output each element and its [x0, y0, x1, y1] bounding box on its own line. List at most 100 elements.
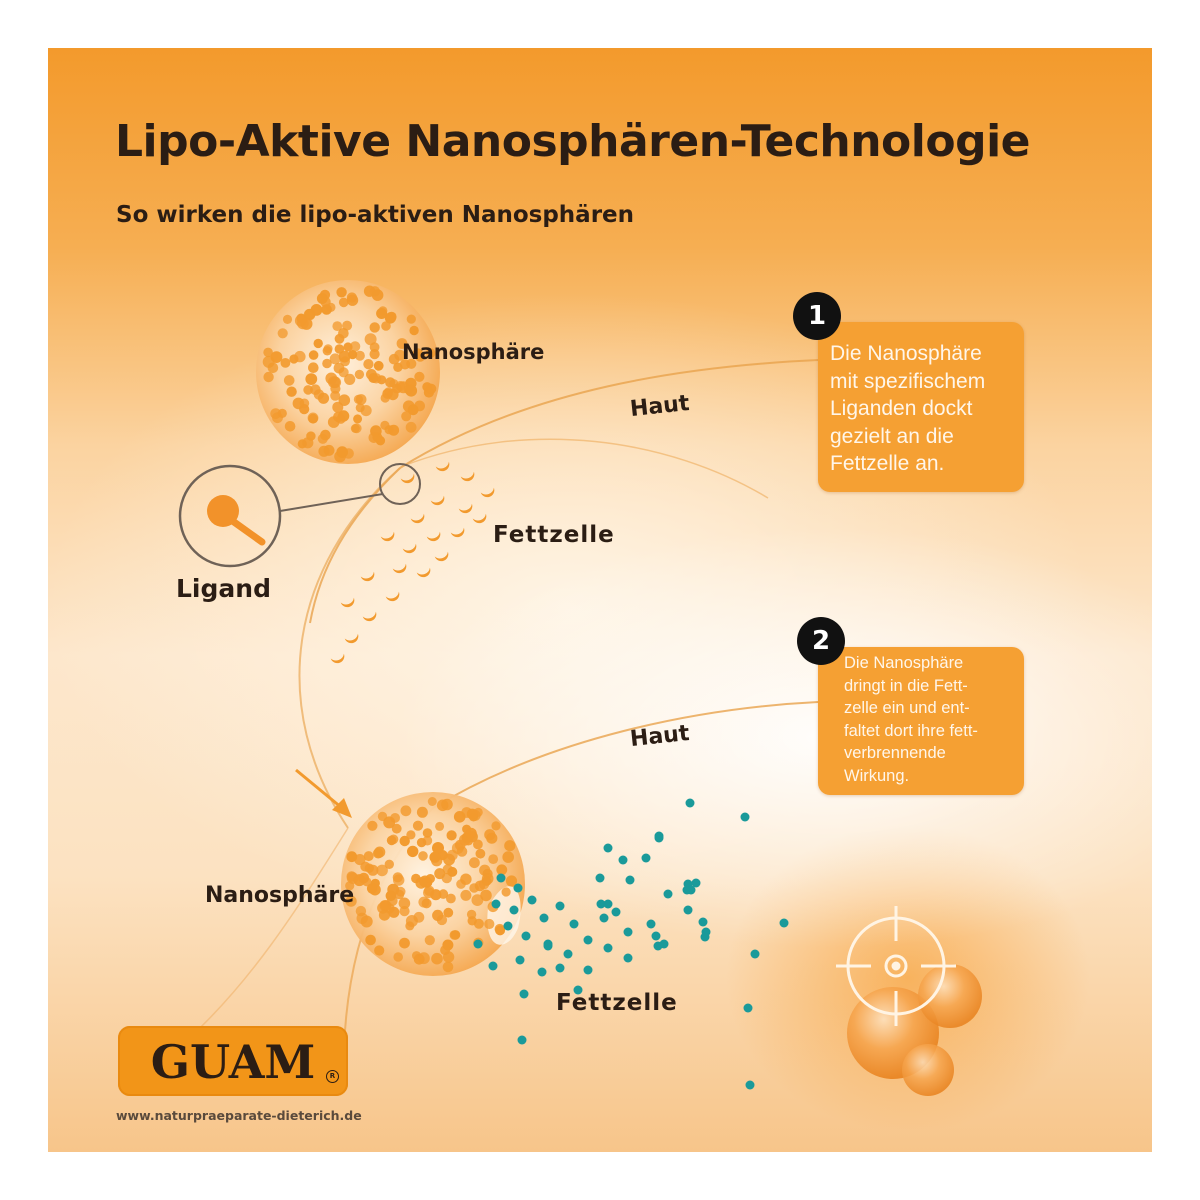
nanosphere-dot — [399, 937, 410, 949]
active-particle — [573, 985, 583, 995]
nanosphere-dot — [407, 845, 419, 858]
step-1-line: Fettzelle an. — [830, 452, 945, 475]
nanosphere-dot — [422, 828, 433, 838]
step-1-line: mit spezifischem — [830, 369, 986, 393]
nanosphere-dot — [294, 350, 306, 363]
nanosphere-dot — [355, 905, 367, 917]
nanosphere-dot — [316, 293, 328, 304]
active-particle — [555, 963, 565, 973]
nanosphere-dot — [337, 410, 350, 422]
active-particle — [543, 941, 553, 951]
nanosphere-dot — [363, 359, 374, 370]
step-2-line: dringt in die Fett- — [844, 676, 968, 695]
nanosphere-dot — [431, 952, 443, 965]
nanosphere-dot — [435, 821, 445, 831]
nanosphere-dot — [405, 421, 417, 433]
nanosphere-dot — [334, 333, 345, 344]
ligand-crescent — [392, 563, 407, 574]
active-particle — [596, 899, 606, 909]
nanosphere-dot — [355, 403, 365, 413]
active-particle — [583, 935, 593, 945]
nanosphere-dot — [460, 873, 472, 885]
nanosphere-dot — [415, 351, 426, 362]
nanosphere-dot — [338, 394, 351, 407]
active-particle — [521, 931, 531, 941]
nanosphere-dot — [351, 423, 362, 434]
step-1-line: gezielt an die — [830, 424, 954, 448]
nanosphere-dot — [292, 397, 305, 410]
active-particle — [603, 899, 613, 909]
nanosphere-dot — [303, 385, 313, 395]
active-particle — [488, 961, 498, 971]
nanosphere-dot — [388, 906, 400, 918]
nanosphere-dot — [504, 840, 516, 852]
nanosphere-dot — [310, 384, 321, 396]
nanosphere-dot — [424, 935, 435, 946]
label-fat-cell-bottom: Fettzelle — [556, 990, 678, 1016]
ligand-crescent — [380, 531, 395, 542]
active-particle — [641, 853, 651, 863]
nanosphere-dot — [270, 351, 283, 363]
nanosphere-dot — [407, 404, 419, 416]
nanosphere-dot — [344, 373, 356, 385]
step-2-box: Die Nanosphäre dringt in die Fett- zelle… — [818, 647, 1024, 795]
active-particle — [563, 949, 573, 959]
nanosphere-dot — [418, 952, 430, 965]
nanosphere-dot — [267, 362, 279, 374]
nanosphere-dot — [360, 915, 373, 928]
nanosphere-dot — [386, 835, 397, 846]
ligand-crescent — [385, 591, 400, 602]
nanosphere-dot — [466, 909, 477, 920]
cell-membrane-arc — [298, 467, 401, 829]
nanosphere-dot — [342, 320, 353, 331]
nanosphere-dot — [368, 432, 380, 443]
nanosphere-dot — [399, 359, 411, 370]
active-particle — [740, 812, 750, 822]
step-2-number: 2 — [797, 617, 845, 665]
nanosphere-dot — [382, 388, 393, 399]
nanosphere-dot — [313, 338, 323, 349]
nanosphere-dot — [413, 911, 425, 923]
nanosphere-dot — [369, 349, 380, 360]
active-particle — [745, 1080, 755, 1090]
nanosphere-dot — [283, 375, 295, 386]
nanosphere-dot — [491, 821, 501, 831]
active-particle — [618, 855, 628, 865]
active-particle — [519, 989, 529, 999]
nanosphere-dot — [322, 358, 332, 369]
active-particle — [513, 883, 523, 893]
nanosphere-dot — [501, 887, 511, 897]
active-particle — [583, 965, 593, 975]
skin-line-bottom — [432, 701, 819, 809]
nanosphere-dot — [307, 412, 319, 424]
active-particle — [654, 833, 664, 843]
nanosphere-dot — [277, 328, 288, 339]
nanosphere-dot — [425, 348, 436, 358]
nanosphere-dot — [450, 930, 461, 940]
nanosphere-dot — [405, 921, 415, 931]
skin-line-top — [399, 359, 819, 469]
nanosphere-dot — [494, 923, 505, 935]
label-nanosphere-top: Nanosphäre — [402, 340, 545, 364]
active-particle — [527, 895, 537, 905]
ligand-crescent — [344, 633, 359, 644]
nanosphere-dot — [442, 961, 454, 973]
nanosphere-dot — [441, 798, 453, 811]
nanosphere-dot — [333, 362, 345, 374]
nanosphere-dot — [414, 371, 425, 382]
nanosphere-dot — [358, 872, 370, 884]
nanosphere-dot — [386, 311, 397, 322]
nanosphere-dot — [284, 421, 296, 432]
nanosphere-dot — [374, 846, 386, 858]
nanosphere-dot — [394, 349, 406, 361]
nanosphere-dot — [369, 883, 381, 896]
nanosphere-dot — [418, 896, 430, 908]
nanosphere-dot — [496, 864, 508, 876]
nanosphere-dot — [429, 851, 441, 863]
page-title: Lipo-Aktive Nanosphären-Technologie — [115, 116, 1031, 167]
nanosphere-dot — [409, 325, 419, 336]
active-particle — [569, 919, 579, 929]
nanosphere-dot — [336, 446, 349, 458]
logo-text: GUAM — [150, 1035, 316, 1089]
nanosphere-top — [256, 280, 440, 464]
